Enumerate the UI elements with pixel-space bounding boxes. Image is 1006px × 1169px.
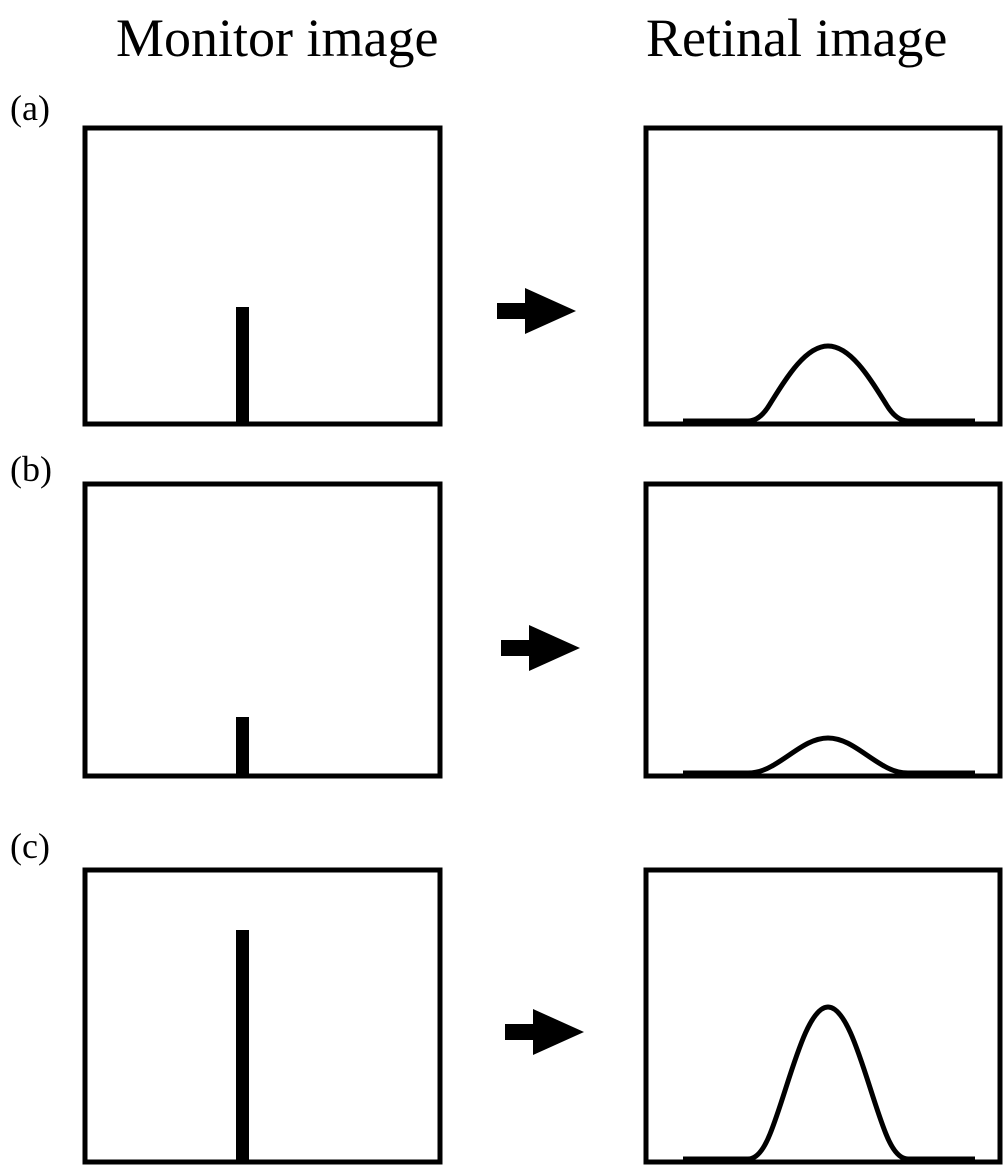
monitor-bar-a [236, 307, 249, 424]
row-a-label: (a) [10, 88, 50, 128]
arrow-icon-c [505, 1009, 584, 1055]
monitor-bar-c [236, 930, 249, 1160]
monitor-image-heading: Monitor image [116, 8, 439, 68]
arrow-icon-b [501, 625, 580, 671]
monitor-bar-b [236, 717, 249, 776]
row-c-label: (c) [10, 826, 50, 866]
retinal-frame-b [643, 481, 1003, 779]
retinal-frame-c [643, 867, 1003, 1165]
retinal-frame-a [643, 125, 1003, 427]
retinal-curve-c [683, 1004, 975, 1162]
arrow-icon-a [497, 288, 576, 334]
retinal-image-heading: Retinal image [646, 8, 948, 68]
retinal-curve-a [683, 343, 975, 424]
row-b-label: (b) [10, 449, 52, 489]
monitor-frame-b [82, 481, 443, 779]
monitor-frame-a [82, 125, 443, 427]
retinal-curve-b [683, 735, 975, 776]
monitor-frame-c [82, 867, 443, 1165]
